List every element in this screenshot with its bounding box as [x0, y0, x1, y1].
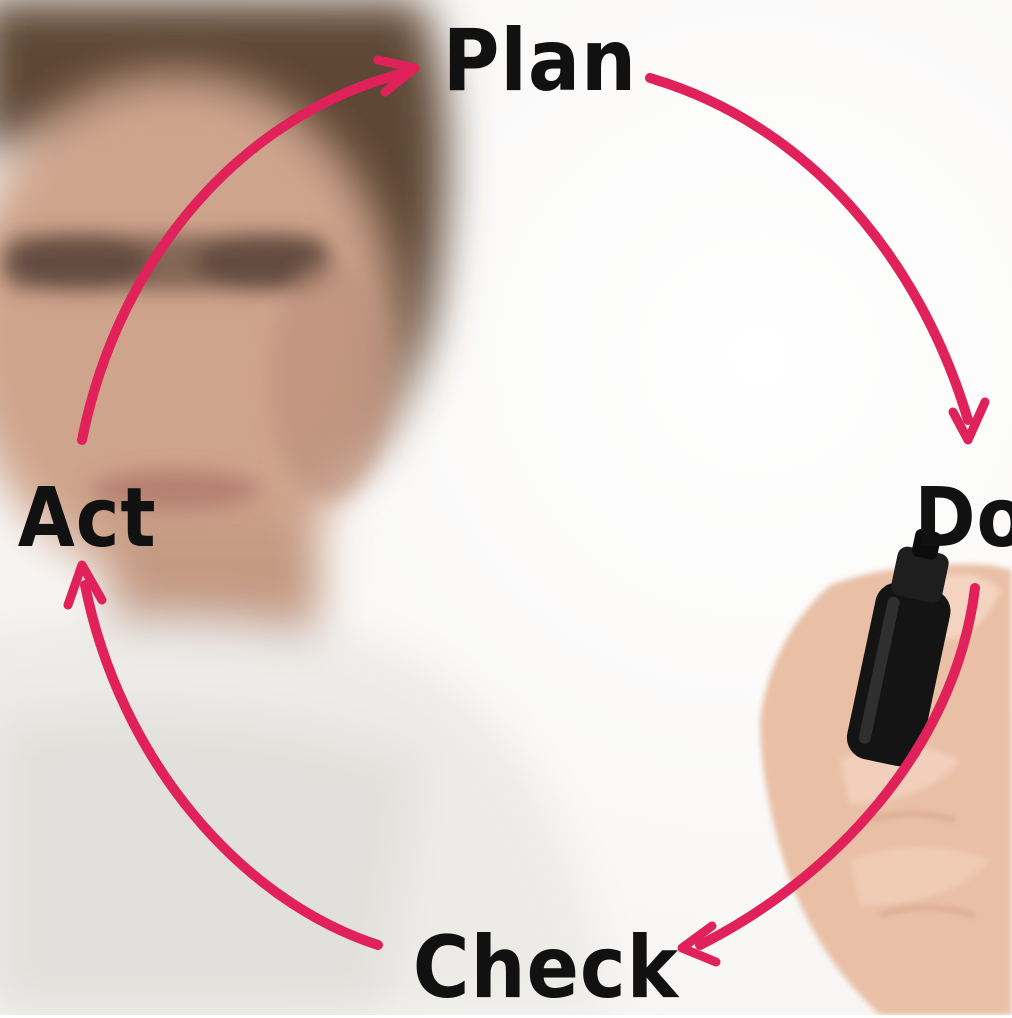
plan-label: Plan [442, 11, 637, 111]
check-label: Check [412, 918, 680, 1018]
arrow-check-to-act [80, 580, 383, 950]
arrowhead-plan [373, 55, 420, 97]
arrowhead-act [63, 560, 107, 610]
arrow-plan-to-do [645, 73, 973, 425]
blurred-person-photo [0, 0, 610, 1015]
arrowhead-check [677, 921, 721, 967]
do-label: Do [914, 471, 1012, 566]
arrow-act-to-plan [77, 67, 413, 445]
act-label: Act [17, 471, 157, 566]
cycle-arrows [63, 55, 990, 967]
arrowhead-do [948, 397, 990, 445]
arrow-do-to-check [695, 583, 980, 950]
